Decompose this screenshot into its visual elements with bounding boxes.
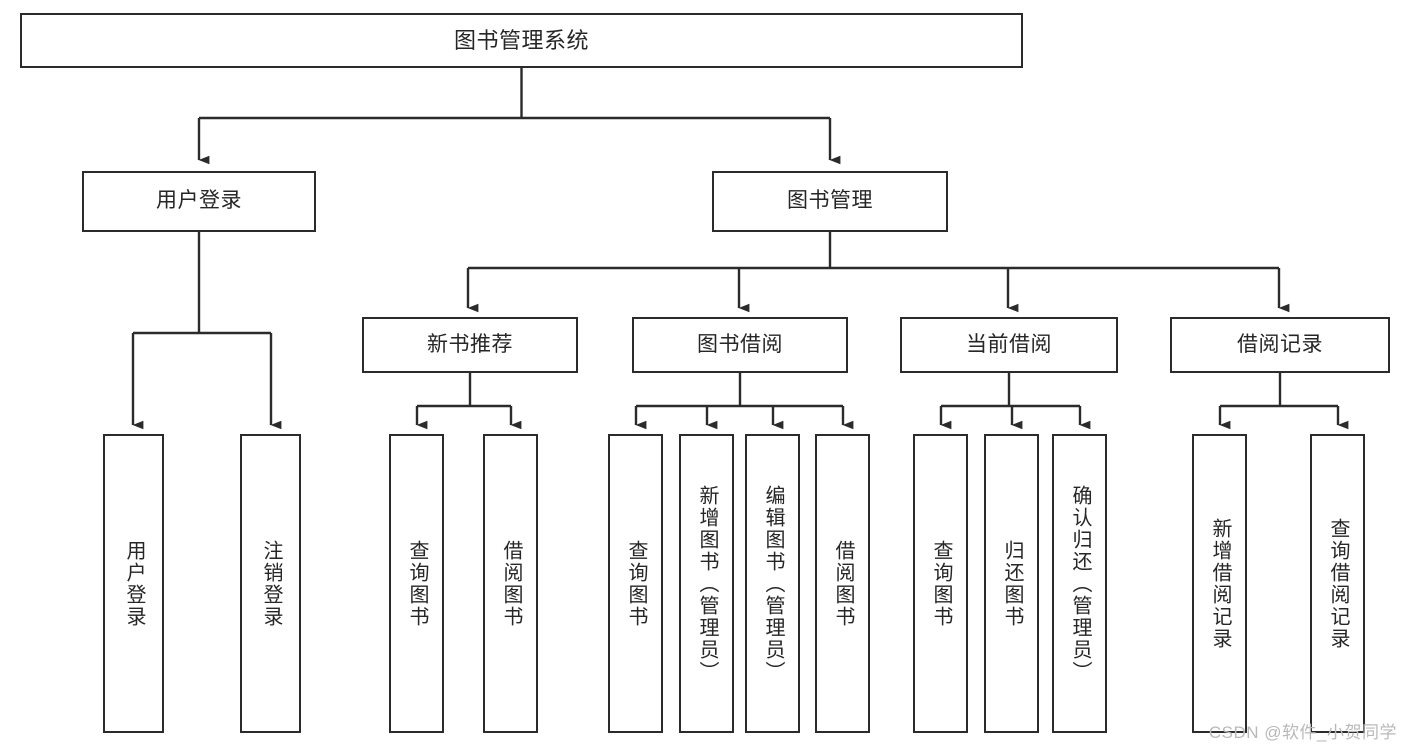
node-current-borrow-label: 当前借阅 xyxy=(966,332,1052,356)
node-leaf-rec-query[interactable]: 查询图书 xyxy=(389,434,444,733)
node-borrow-record[interactable]: 借阅记录 xyxy=(1170,317,1390,373)
node-leaf-cur-confirm[interactable]: 确认归还（管理员） xyxy=(1052,434,1107,733)
node-leaf-borrow-add-label: 新增图书（管理员） xyxy=(696,484,718,683)
node-leaf-user-logout-label: 注销登录 xyxy=(260,539,282,628)
node-leaf-rec-query-label: 查询图书 xyxy=(406,539,428,628)
node-leaf-cur-query-label: 查询图书 xyxy=(930,539,952,628)
node-book-borrow[interactable]: 图书借阅 xyxy=(632,317,848,373)
node-leaf-cur-query[interactable]: 查询图书 xyxy=(913,434,968,733)
node-leaf-cur-confirm-label: 确认归还（管理员） xyxy=(1069,484,1091,683)
node-leaf-cur-return[interactable]: 归还图书 xyxy=(984,434,1039,733)
node-book-manage[interactable]: 图书管理 xyxy=(712,171,948,232)
node-current-borrow[interactable]: 当前借阅 xyxy=(900,317,1118,373)
node-leaf-borrow-lend-label: 借阅图书 xyxy=(832,539,854,628)
node-new-book-rec-label: 新书推荐 xyxy=(427,332,513,356)
node-leaf-borrow-edit[interactable]: 编辑图书（管理员） xyxy=(745,434,800,733)
node-new-book-rec[interactable]: 新书推荐 xyxy=(362,317,578,373)
node-leaf-borrow-lend[interactable]: 借阅图书 xyxy=(815,434,870,733)
node-leaf-borrow-query[interactable]: 查询图书 xyxy=(608,434,663,733)
node-book-manage-label: 图书管理 xyxy=(787,189,873,213)
node-leaf-rec-borrow[interactable]: 借阅图书 xyxy=(483,434,538,733)
node-root[interactable]: 图书管理系统 xyxy=(20,13,1023,68)
node-leaf-cur-return-label: 归还图书 xyxy=(1001,539,1023,628)
node-leaf-rec-borrow-label: 借阅图书 xyxy=(500,539,522,628)
node-leaf-borrow-edit-label: 编辑图书（管理员） xyxy=(762,484,784,683)
node-leaf-borrow-add[interactable]: 新增图书（管理员） xyxy=(679,434,734,733)
node-leaf-rec-add-label: 新增借阅记录 xyxy=(1209,517,1231,650)
node-borrow-record-label: 借阅记录 xyxy=(1237,332,1323,356)
node-leaf-user-logout[interactable]: 注销登录 xyxy=(240,434,301,733)
node-root-label: 图书管理系统 xyxy=(453,27,589,53)
node-leaf-user-login-label: 用户登录 xyxy=(123,539,145,628)
node-leaf-rec-query2-label: 查询借阅记录 xyxy=(1327,517,1349,650)
node-user-login[interactable]: 用户登录 xyxy=(82,171,316,232)
node-leaf-borrow-query-label: 查询图书 xyxy=(625,539,647,628)
node-user-login-label: 用户登录 xyxy=(156,189,242,213)
node-leaf-user-login[interactable]: 用户登录 xyxy=(103,434,164,733)
node-leaf-rec-query2[interactable]: 查询借阅记录 xyxy=(1310,434,1365,733)
node-leaf-rec-add[interactable]: 新增借阅记录 xyxy=(1192,434,1247,733)
node-book-borrow-label: 图书借阅 xyxy=(697,332,783,356)
